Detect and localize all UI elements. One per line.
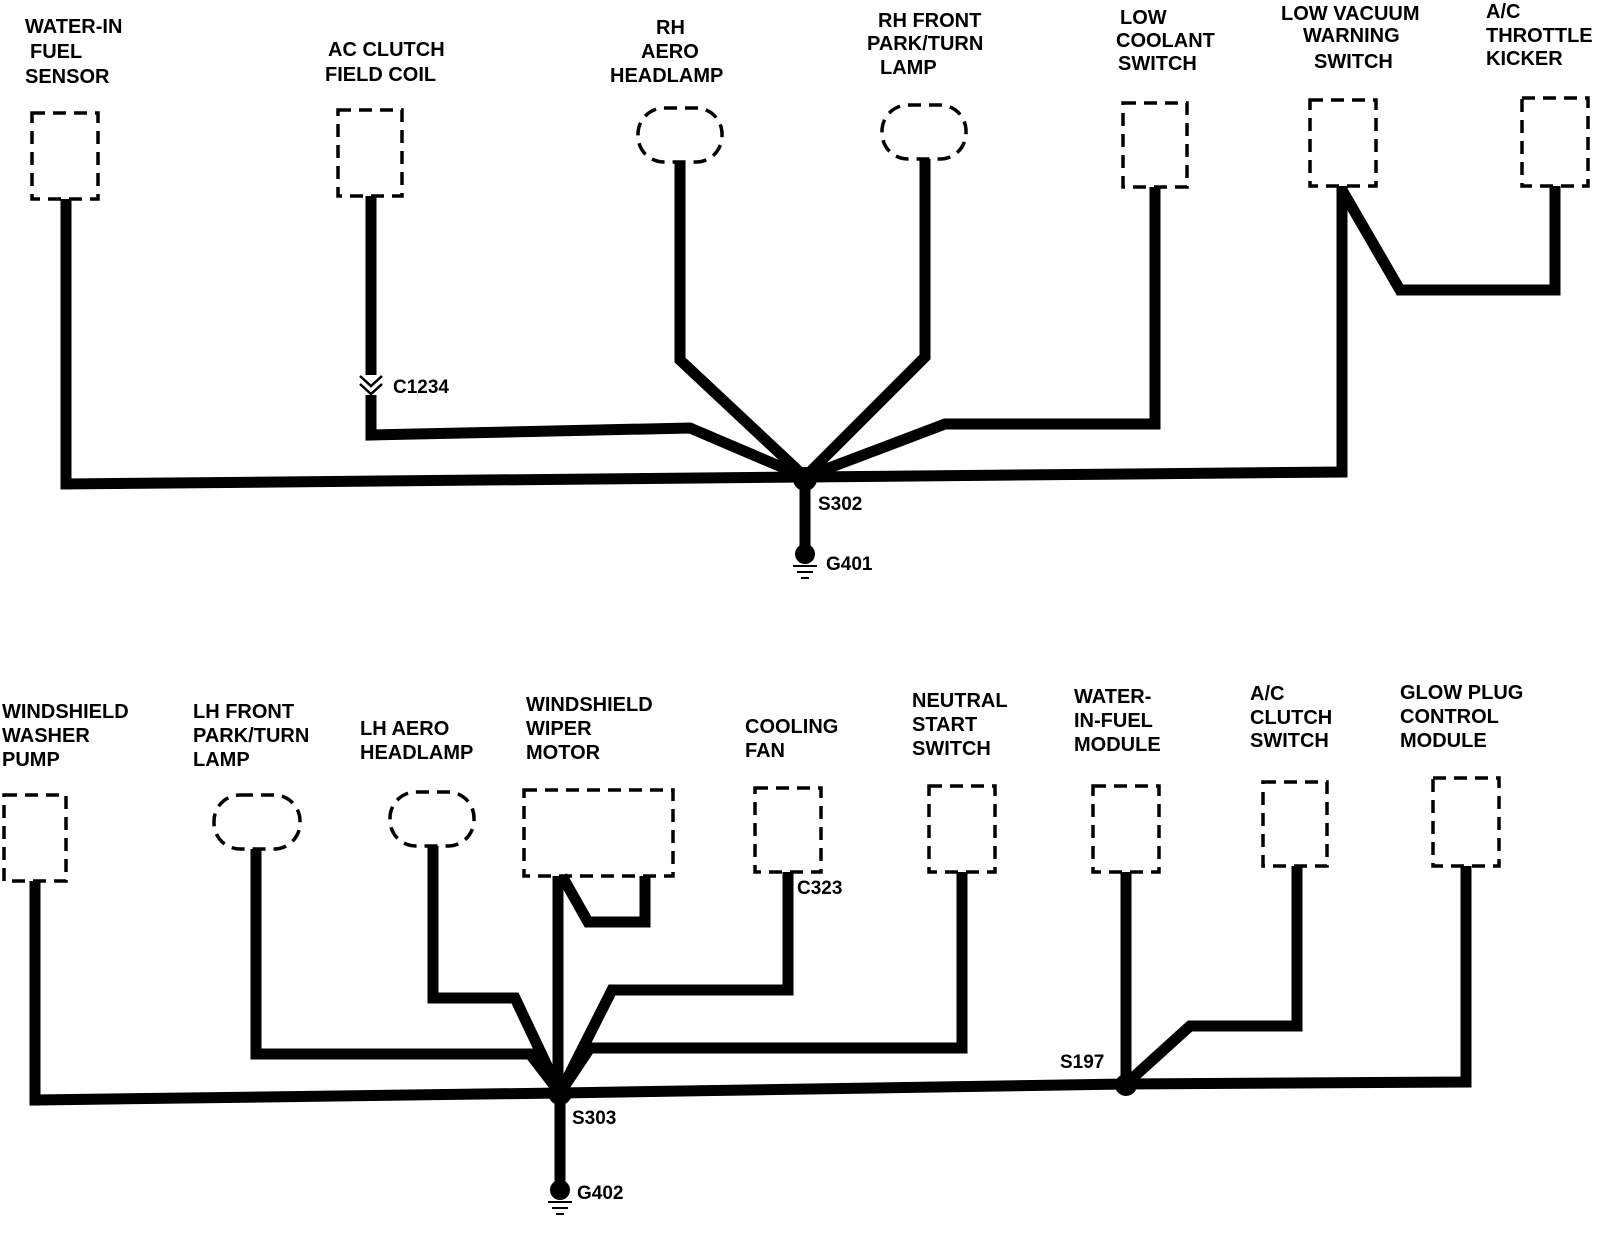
lh-front-park-turn-lamp-box: [212, 793, 302, 851]
connector-c1234-symbol: [359, 375, 383, 396]
label-lh-front-park-turn-lamp: LH FRONT PARK/TURN LAMP: [193, 701, 315, 771]
label-connector-c323: C323: [797, 878, 842, 899]
wire-rh-front-park-turn-lamp: [801, 159, 931, 481]
top-circuit: [30, 96, 1590, 579]
rh-front-park-turn-lamp-box: [880, 103, 968, 161]
label-low-coolant-switch: LOW COOLANT SWITCH: [1116, 7, 1220, 75]
wire-ac-throttle-kicker: [1337, 186, 1561, 296]
label-splice-s303: S303: [572, 1108, 616, 1129]
wire-s303-to-s197: [559, 1078, 1126, 1099]
ground-g402-node: [550, 1180, 570, 1200]
wire-ac-clutch-switch: [1122, 866, 1303, 1089]
water-in-fuel-module-box: [1091, 784, 1161, 874]
label-splice-s197: S197: [1060, 1052, 1104, 1073]
ac-clutch-switch-box: [1261, 780, 1329, 868]
label-neutral-start-switch: NEUTRAL START SWITCH: [912, 690, 1013, 760]
wire-neutral-start-switch: [555, 872, 968, 1097]
wire-low-vacuum-warning-switch: [804, 186, 1348, 483]
wire-ac-clutch-to-splice: [365, 395, 808, 483]
label-ac-clutch-switch: A/C CLUTCH SWITCH: [1250, 683, 1338, 752]
splice-s197: [1115, 1074, 1137, 1096]
wire-rh-aero-headlamp: [674, 162, 809, 482]
windshield-washer-pump-box: [2, 793, 68, 883]
label-windshield-washer-pump: WINDSHIELD WASHER PUMP: [2, 701, 134, 771]
label-cooling-fan: COOLING FAN: [745, 716, 844, 762]
wire-windshield-washer-pump: [29, 881, 561, 1106]
low-coolant-switch-box: [1121, 101, 1189, 189]
label-lh-aero-headlamp: LH AERO HEADLAMP: [360, 718, 473, 764]
label-glow-plug-control-module: GLOW PLUG CONTROL MODULE: [1400, 682, 1529, 752]
ac-throttle-kicker-box: [1520, 96, 1590, 188]
wire-glow-plug-control-module: [1125, 866, 1472, 1090]
label-ac-throttle-kicker: A/C THROTTLE KICKER: [1486, 1, 1598, 70]
label-water-in-fuel-sensor: WATER-IN FUEL SENSOR: [25, 16, 128, 88]
glow-plug-control-module-box: [1431, 776, 1501, 868]
label-connector-c1234: C1234: [393, 377, 449, 398]
label-rh-aero-headlamp: RH AERO HEADLAMP: [610, 17, 723, 87]
low-vacuum-warning-switch-box: [1308, 98, 1378, 188]
ground-g402-icon: [548, 1201, 572, 1215]
splice-s302: [793, 467, 817, 491]
windshield-wiper-motor-box: [522, 788, 675, 878]
splice-s303: [548, 1081, 572, 1105]
water-in-fuel-sensor-box: [30, 111, 100, 201]
cooling-fan-box: [753, 786, 823, 874]
neutral-start-switch-box: [927, 784, 997, 874]
label-low-vacuum-warning-switch: LOW VACUUM WARNING SWITCH: [1281, 3, 1425, 73]
wire-lh-aero-headlamp: [427, 846, 565, 1096]
label-ground-g401: G401: [826, 554, 873, 575]
label-water-in-fuel-module: WATER- IN-FUEL MODULE: [1074, 686, 1161, 756]
wire-cooling-fan: [555, 872, 794, 1096]
ground-g401-icon: [793, 565, 817, 579]
wire-water-in-fuel-sensor: [60, 199, 806, 490]
lh-aero-headlamp-box: [388, 790, 476, 848]
bottom-circuit: [2, 776, 1501, 1215]
ground-g401-node: [795, 544, 815, 564]
label-windshield-wiper-motor: WINDSHIELD WIPER MOTOR: [526, 694, 658, 764]
label-rh-front-park-turn-lamp: RH FRONT PARK/TURN LAMP: [867, 10, 989, 79]
wire-low-coolant-switch: [803, 187, 1161, 483]
label-splice-s302: S302: [818, 494, 862, 515]
label-ac-clutch-field-coil: AC CLUTCH FIELD COIL: [325, 39, 450, 86]
wire-lh-front-park-turn-lamp: [250, 849, 565, 1097]
ac-clutch-field-coil-box: [336, 108, 404, 198]
rh-aero-headlamp-box: [636, 106, 724, 164]
label-ground-g402: G402: [577, 1183, 623, 1204]
wire-windshield-wiper-motor-loop: [557, 873, 651, 928]
